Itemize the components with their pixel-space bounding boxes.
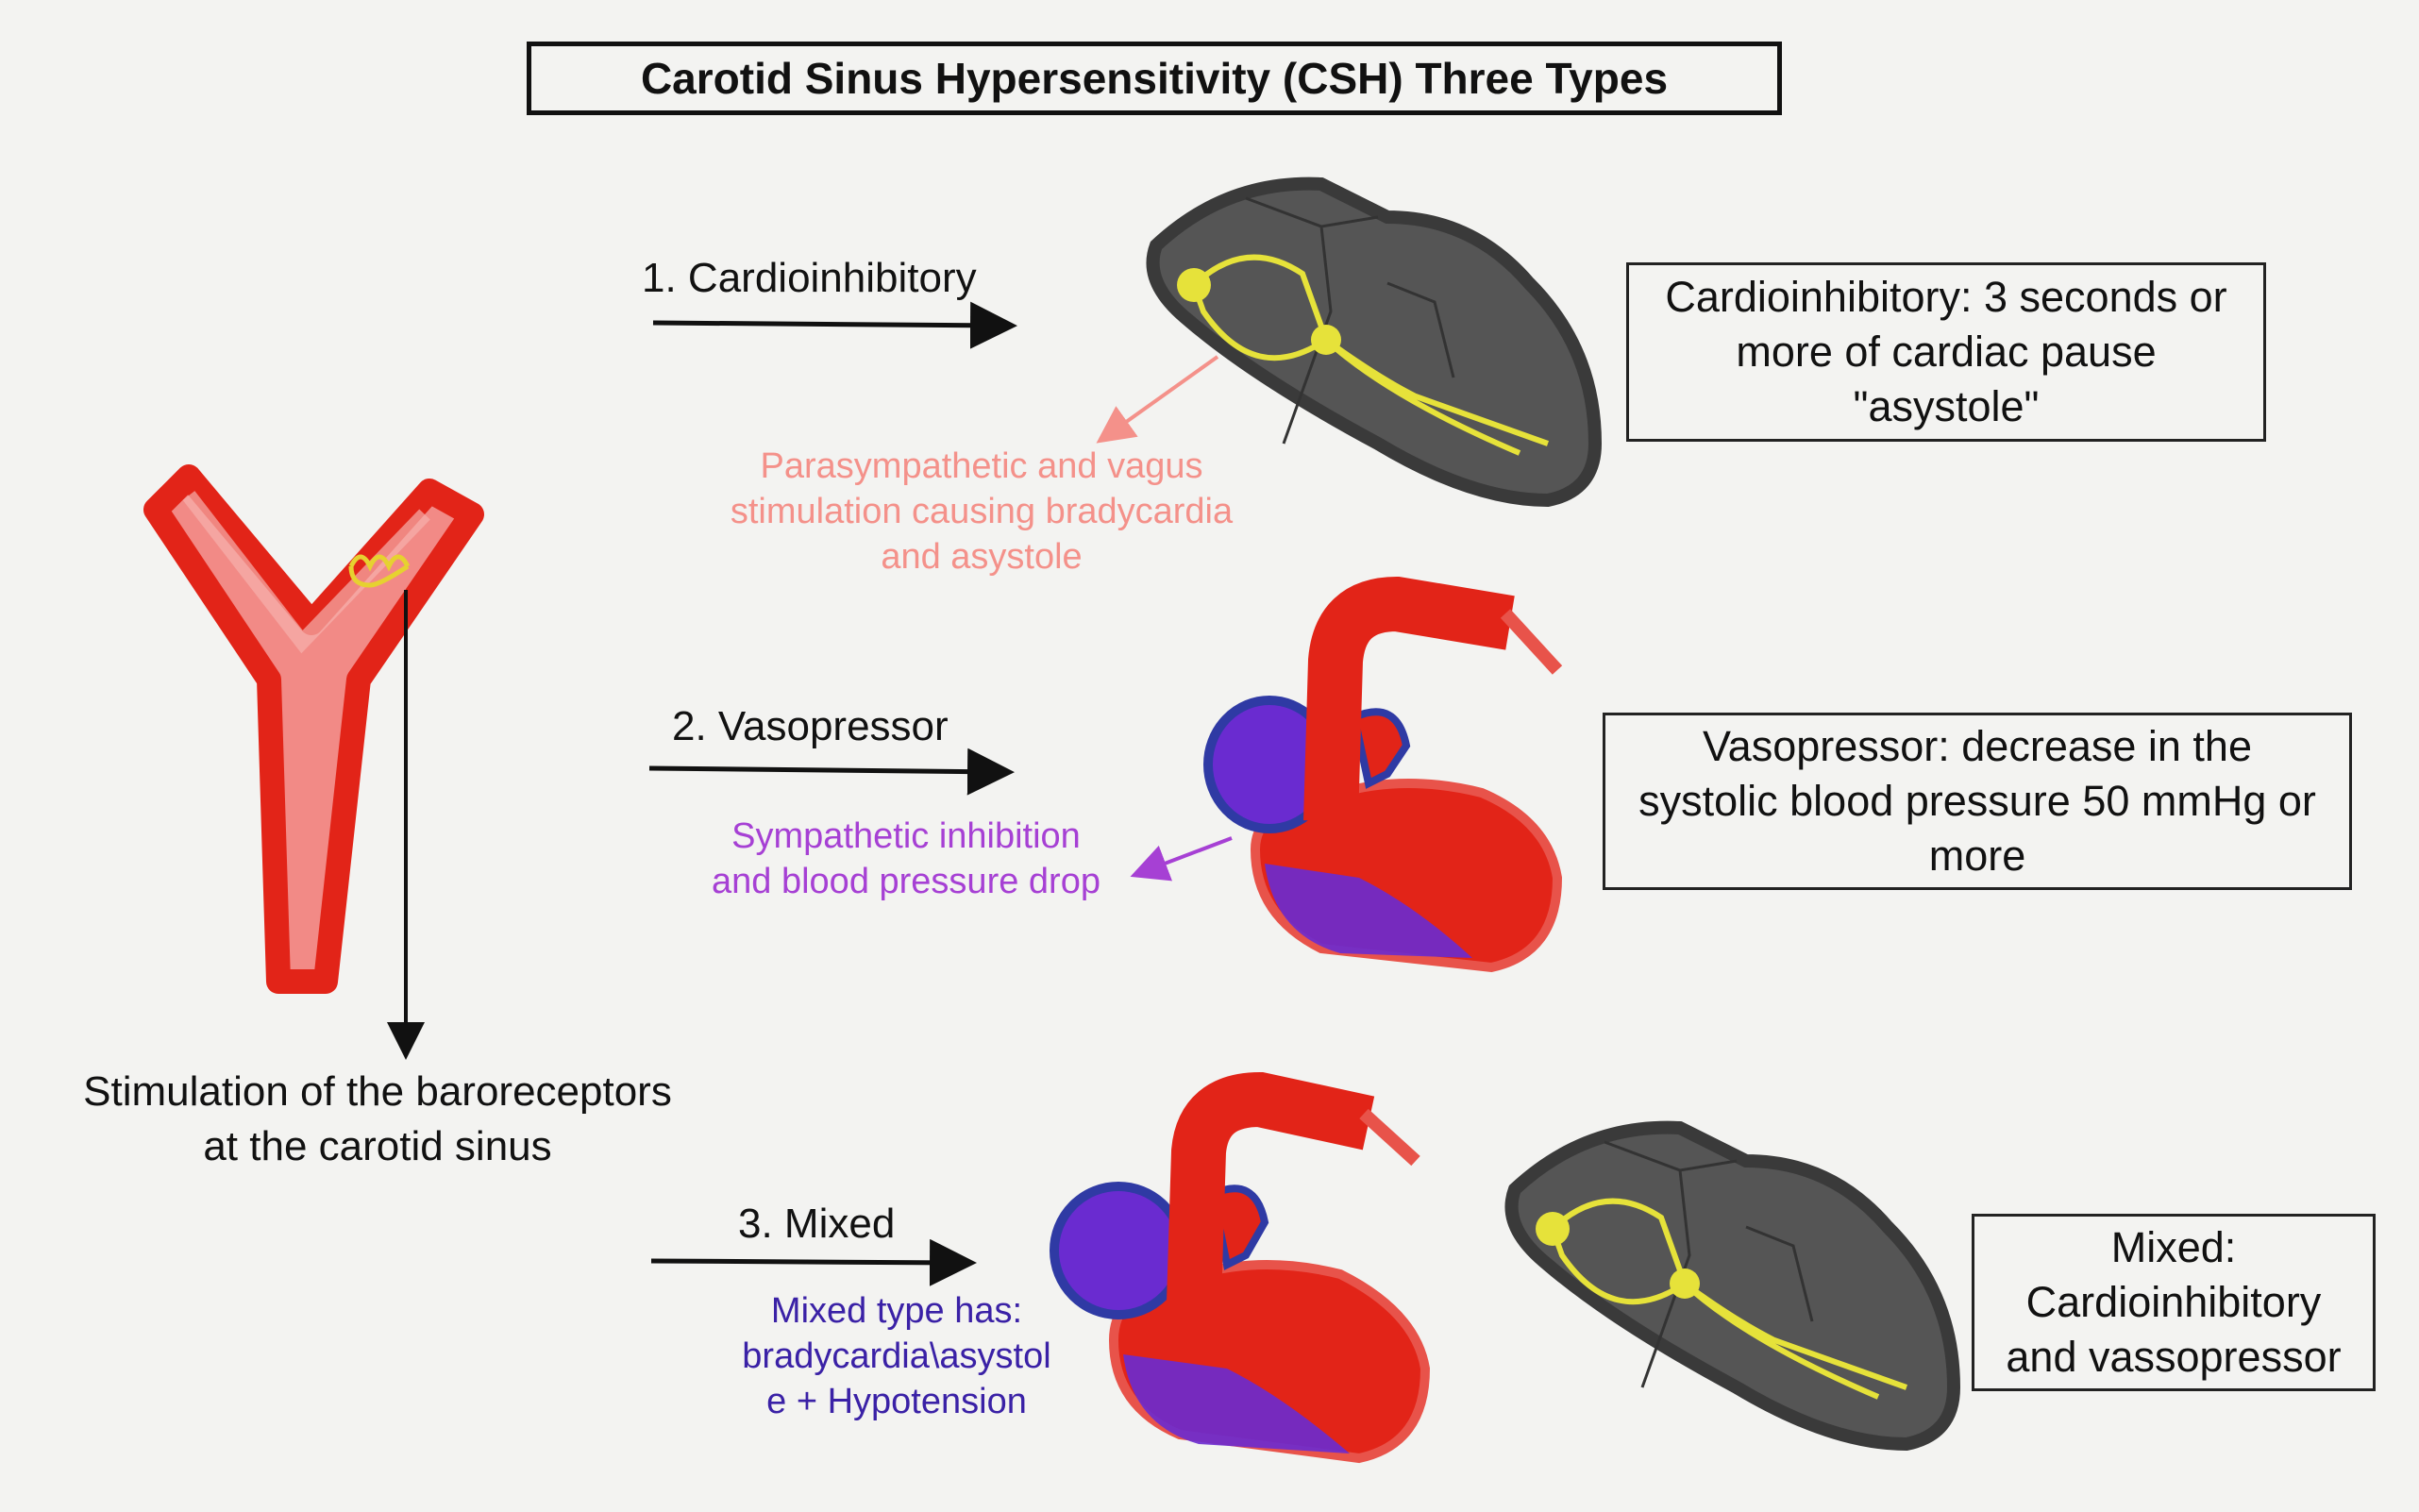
carotid-sinus-icon [348, 554, 411, 588]
desc-mixed-line-2: Cardioinhibitory [2025, 1278, 2322, 1326]
diagram-title: Carotid Sinus Hypersensitivity (CSH) Thr… [527, 42, 1782, 115]
carotid-artery-illustration [143, 464, 484, 994]
conduction-heart-1-illustration [1146, 176, 1603, 508]
diagram-title-text: Carotid Sinus Hypersensitivity (CSH) Thr… [640, 54, 1669, 103]
stimulation-line-1: Stimulation of the baroreceptors [83, 1068, 672, 1115]
stimulation-label: Stimulation of the baroreceptors at the … [28, 1065, 727, 1174]
desc-cardio-line-3: "asystole" [1853, 382, 2040, 430]
desc-vaso-line-2: systolic blood pressure 50 mmHg or [1638, 777, 2316, 825]
note-vaso-line-2: and blood pressure drop [712, 862, 1100, 901]
note-cardioinhibitory: Parasympathetic and vagus stimulation ca… [680, 444, 1284, 580]
arrow-cardioinhibitory [652, 301, 1017, 349]
note-mixed-line-1: Mixed type has: [770, 1291, 1023, 1331]
note-cardio-line-3: and asystole [881, 537, 1083, 577]
vascular-heart-2-illustration [1203, 576, 1563, 973]
note-vasopressor: Sympathetic inhibition and blood pressur… [661, 814, 1151, 904]
note-cardio-line-1: Parasympathetic and vagus [760, 446, 1203, 486]
type-label-mixed: 3. Mixed [738, 1201, 896, 1247]
arrow-note-cardio [1096, 355, 1219, 444]
vascular-heart-3-illustration [1050, 1071, 1431, 1464]
arrow-mixed [650, 1238, 977, 1286]
description-box-vasopressor: Vasopressor: decrease in the systolic bl… [1603, 713, 2352, 890]
stimulation-line-2: at the carotid sinus [203, 1123, 552, 1169]
note-cardio-line-2: stimulation causing bradycardia [730, 492, 1234, 531]
desc-cardio-line-2: more of cardiac pause [1736, 328, 2157, 376]
desc-cardio-line-1: Cardioinhibitory: 3 seconds or [1665, 273, 2227, 321]
note-mixed: Mixed type has: bradycardia\asystol e + … [698, 1288, 1095, 1424]
note-mixed-line-2: bradycardia\asystol [742, 1336, 1051, 1376]
note-vaso-line-1: Sympathetic inhibition [731, 816, 1081, 856]
arrow-note-vaso [1130, 836, 1233, 882]
type-label-cardioinhibitory: 1. Cardioinhibitory [642, 255, 977, 301]
description-box-mixed: Mixed: Cardioinhibitory and vassopressor [1972, 1214, 2376, 1391]
desc-vaso-line-1: Vasopressor: decrease in the [1703, 722, 2252, 770]
type-label-vasopressor: 2. Vasopressor [672, 703, 949, 749]
desc-mixed-line-1: Mixed: [2110, 1223, 2237, 1271]
desc-vaso-line-3: more [1928, 832, 2026, 880]
arrow-vasopressor [648, 748, 1015, 796]
note-mixed-line-3: e + Hypotension [766, 1382, 1027, 1421]
desc-mixed-line-3: and vassopressor [2006, 1333, 2342, 1381]
description-box-cardioinhibitory: Cardioinhibitory: 3 seconds or more of c… [1626, 262, 2266, 442]
conduction-heart-4-illustration [1504, 1120, 1961, 1452]
